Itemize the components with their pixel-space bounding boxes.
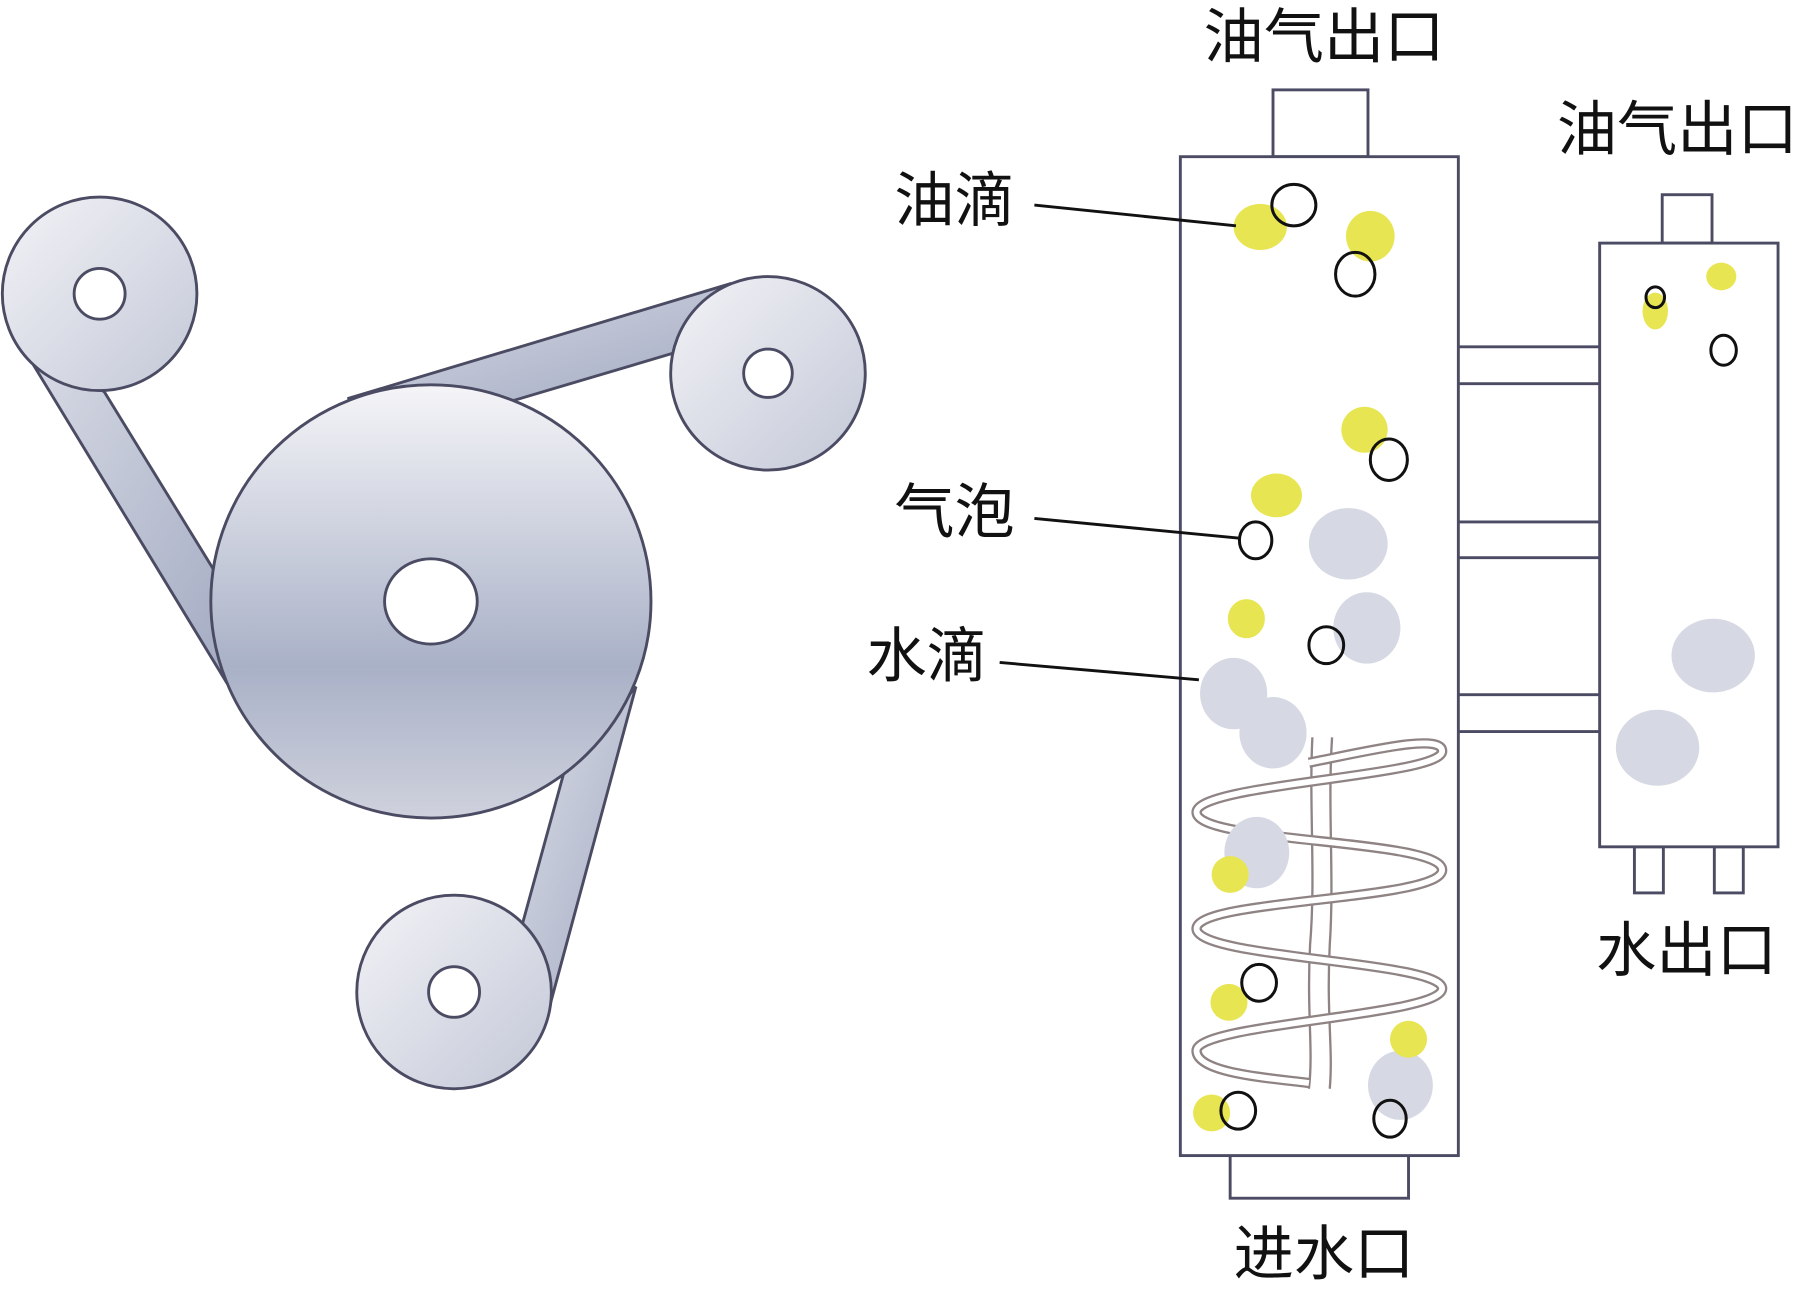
oil-droplet — [1211, 856, 1249, 893]
gas-bubble — [1240, 962, 1278, 1003]
water-droplet-leader — [999, 661, 1200, 682]
screw-shaft-right-edge — [1327, 737, 1334, 1089]
oil-droplet — [1227, 599, 1265, 639]
pulley-main — [209, 383, 653, 820]
screw-agitator — [1191, 737, 1448, 1089]
pulley-hub-hole — [427, 965, 481, 1019]
water-droplet — [1615, 709, 1700, 786]
pulley-right — [669, 275, 867, 472]
main-tank-bottom-nozzle — [1228, 1154, 1410, 1200]
side-tank-leg-left — [1632, 845, 1665, 895]
water-outlet-label: 水出口 — [1596, 916, 1777, 986]
gas-bubble — [1334, 250, 1377, 298]
gas-bubble — [1372, 1098, 1408, 1139]
oil-droplet — [1233, 203, 1287, 251]
pulley-bottom — [355, 893, 553, 1091]
gas-bubble — [1368, 437, 1409, 482]
side-oil-gas-outlet-label: 油气出口 — [1557, 95, 1798, 165]
water-droplet — [1333, 592, 1401, 664]
oil-droplets — [1193, 203, 1737, 1132]
oil-droplet — [1642, 292, 1668, 330]
gas-bubble — [1237, 520, 1274, 561]
gas-bubble — [1644, 285, 1667, 310]
gas-bubble — [1709, 333, 1738, 367]
gas-bubble-label: 气泡 — [894, 477, 1014, 547]
water-droplet — [1671, 618, 1755, 693]
side-tank-leg-right — [1712, 845, 1745, 895]
gas-bubbles — [1219, 182, 1738, 1139]
gas-bubble-leader — [1034, 517, 1239, 540]
water-droplet — [1367, 1050, 1433, 1120]
oil-droplet — [1251, 473, 1302, 518]
screw-helix-face — [1193, 740, 1446, 1086]
pulley-hub-hole — [72, 267, 127, 321]
oil-droplet-label: 油滴 — [894, 166, 1014, 236]
oil-droplet-leader — [1034, 203, 1237, 228]
water-inlet-label: 进水口 — [1234, 1219, 1415, 1289]
oil-droplet — [1345, 210, 1395, 262]
oil-droplet — [1390, 1020, 1428, 1058]
oil-droplet — [1706, 262, 1737, 291]
pulley-hub-hole — [383, 557, 479, 646]
main-tank-top-nozzle — [1271, 88, 1370, 159]
water-droplet — [1308, 508, 1388, 580]
screw-shaft-left-edge — [1307, 737, 1314, 1089]
connecting-pipes — [1458, 345, 1600, 734]
separator: 油气出口 油气出口 油滴 气泡 水滴 水出口 进水口 — [866, 3, 1797, 1289]
pulley-top-left — [0, 195, 199, 393]
belt-left — [19, 344, 229, 684]
side-tank-top-nozzle — [1660, 193, 1714, 245]
belt-drive — [0, 195, 867, 1091]
gas-bubble — [1307, 625, 1346, 666]
pulley-hub-hole — [742, 347, 794, 399]
water-droplets — [1200, 508, 1755, 1120]
water-droplet-label: 水滴 — [866, 621, 986, 691]
top-oil-gas-outlet-label: 油气出口 — [1204, 3, 1445, 73]
oil-droplet — [1341, 406, 1388, 453]
water-droplet — [1239, 697, 1307, 769]
oil-droplet — [1210, 983, 1248, 1021]
gas-bubble — [1270, 182, 1318, 228]
gas-bubble — [1219, 1090, 1258, 1131]
